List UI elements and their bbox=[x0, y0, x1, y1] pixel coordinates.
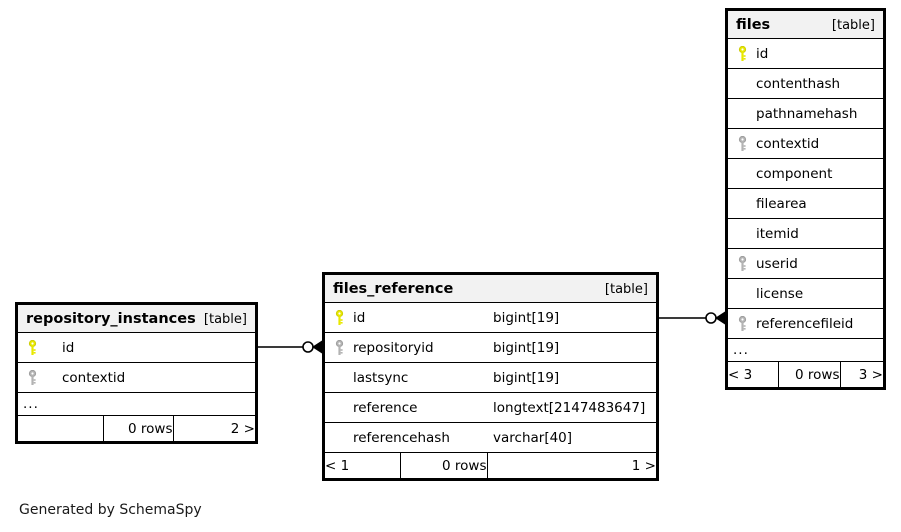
column-row-filearea[interactable]: filearea bbox=[728, 188, 883, 219]
column-row-itemid[interactable]: itemid bbox=[728, 218, 883, 249]
column-name-repositoryid: repositoryid bbox=[353, 339, 434, 356]
table-files_reference[interactable]: files_reference [table] bbox=[322, 272, 659, 481]
primary-key-icon bbox=[331, 309, 347, 326]
table-repository_instances[interactable]: repository_instances [table] bbox=[15, 302, 258, 444]
column-name-reference: reference bbox=[353, 399, 418, 416]
column-name-referencefileid: referencefileid bbox=[756, 315, 854, 332]
footer-row-count: 0 rows bbox=[777, 361, 841, 387]
footer-row-count: 0 rows bbox=[399, 452, 488, 478]
column-row-license[interactable]: license bbox=[728, 278, 883, 309]
column-name-license: license bbox=[756, 285, 804, 302]
column-row-repositoryid[interactable]: repositoryid bigint[19] bbox=[325, 332, 656, 363]
column-name-id: id bbox=[62, 339, 75, 356]
column-row-contenthash[interactable]: contenthash bbox=[728, 68, 883, 99]
primary-key-icon bbox=[24, 339, 40, 356]
column-name-contenthash: contenthash bbox=[756, 75, 841, 92]
more-columns-ellipsis: ... bbox=[728, 338, 883, 362]
table-footer-repository_instances: 0 rows 2 > bbox=[18, 415, 255, 441]
table-name-repository_instances: repository_instances bbox=[26, 310, 196, 327]
column-name-id: id bbox=[353, 309, 366, 326]
column-type-reference: longtext[2147483647] bbox=[493, 399, 646, 416]
table-name-files: files bbox=[736, 16, 771, 33]
column-row-contextid[interactable]: contextid bbox=[18, 362, 255, 393]
column-row-id[interactable]: id bbox=[18, 332, 255, 363]
column-name-pathnamehash: pathnamehash bbox=[756, 105, 858, 122]
column-type-referencehash: varchar[40] bbox=[493, 429, 573, 446]
column-name-referencehash: referencehash bbox=[353, 429, 450, 446]
footer-prev-count[interactable]: < 1 bbox=[325, 452, 401, 478]
foreign-key-icon bbox=[734, 255, 750, 272]
column-row-contextid[interactable]: contextid bbox=[728, 128, 883, 159]
column-row-pathnamehash[interactable]: pathnamehash bbox=[728, 98, 883, 129]
footer-prev-count[interactable] bbox=[18, 415, 104, 441]
column-name-filearea: filearea bbox=[756, 195, 807, 212]
foreign-key-icon bbox=[734, 135, 750, 152]
foreign-key-icon bbox=[331, 339, 347, 356]
table-footer-files: < 3 0 rows 3 > bbox=[728, 361, 883, 387]
column-row-component[interactable]: component bbox=[728, 158, 883, 189]
column-name-itemid: itemid bbox=[756, 225, 799, 242]
footer-prev-count[interactable]: < 3 bbox=[728, 361, 779, 387]
generated-by-credit: Generated by SchemaSpy bbox=[19, 502, 202, 518]
table-header-files: files [table] bbox=[728, 11, 883, 39]
table-tag-files: [table] bbox=[831, 17, 875, 33]
column-type-repositoryid: bigint[19] bbox=[493, 339, 560, 356]
column-row-id[interactable]: id bigint[19] bbox=[325, 302, 656, 333]
column-name-contextid: contextid bbox=[756, 135, 820, 152]
relationship-repository_instances-files_reference bbox=[258, 340, 322, 354]
column-row-userid[interactable]: userid bbox=[728, 248, 883, 279]
footer-row-count: 0 rows bbox=[102, 415, 174, 441]
column-row-referencefileid[interactable]: referencefileid bbox=[728, 308, 883, 339]
primary-key-icon bbox=[734, 45, 750, 62]
column-row-reference[interactable]: reference longtext[2147483647] bbox=[325, 392, 656, 423]
table-header-files_reference: files_reference [table] bbox=[325, 275, 656, 303]
footer-next-count[interactable]: 2 > bbox=[172, 415, 255, 441]
column-row-referencehash[interactable]: referencehash varchar[40] bbox=[325, 422, 656, 453]
table-header-repository_instances: repository_instances [table] bbox=[18, 305, 255, 333]
column-name-lastsync: lastsync bbox=[353, 369, 409, 386]
table-tag-repository_instances: [table] bbox=[203, 311, 247, 327]
column-name-id: id bbox=[756, 45, 769, 62]
column-name-contextid: contextid bbox=[62, 369, 126, 386]
column-row-lastsync[interactable]: lastsync bigint[19] bbox=[325, 362, 656, 393]
table-tag-files_reference: [table] bbox=[604, 281, 648, 297]
footer-next-count[interactable]: 1 > bbox=[486, 452, 656, 478]
table-footer-files_reference: < 1 0 rows 1 > bbox=[325, 452, 656, 478]
table-name-files_reference: files_reference bbox=[333, 280, 454, 297]
column-row-id[interactable]: id bbox=[728, 38, 883, 69]
column-type-lastsync: bigint[19] bbox=[493, 369, 560, 386]
foreign-key-icon bbox=[734, 315, 750, 332]
more-columns-ellipsis: ... bbox=[18, 392, 255, 416]
column-type-id: bigint[19] bbox=[493, 309, 560, 326]
column-name-component: component bbox=[756, 165, 833, 182]
table-files[interactable]: files [table] bbox=[725, 8, 886, 390]
foreign-key-icon bbox=[24, 369, 40, 386]
footer-next-count[interactable]: 3 > bbox=[839, 361, 883, 387]
relationship-files_reference-files bbox=[659, 311, 725, 325]
column-name-userid: userid bbox=[756, 255, 798, 272]
